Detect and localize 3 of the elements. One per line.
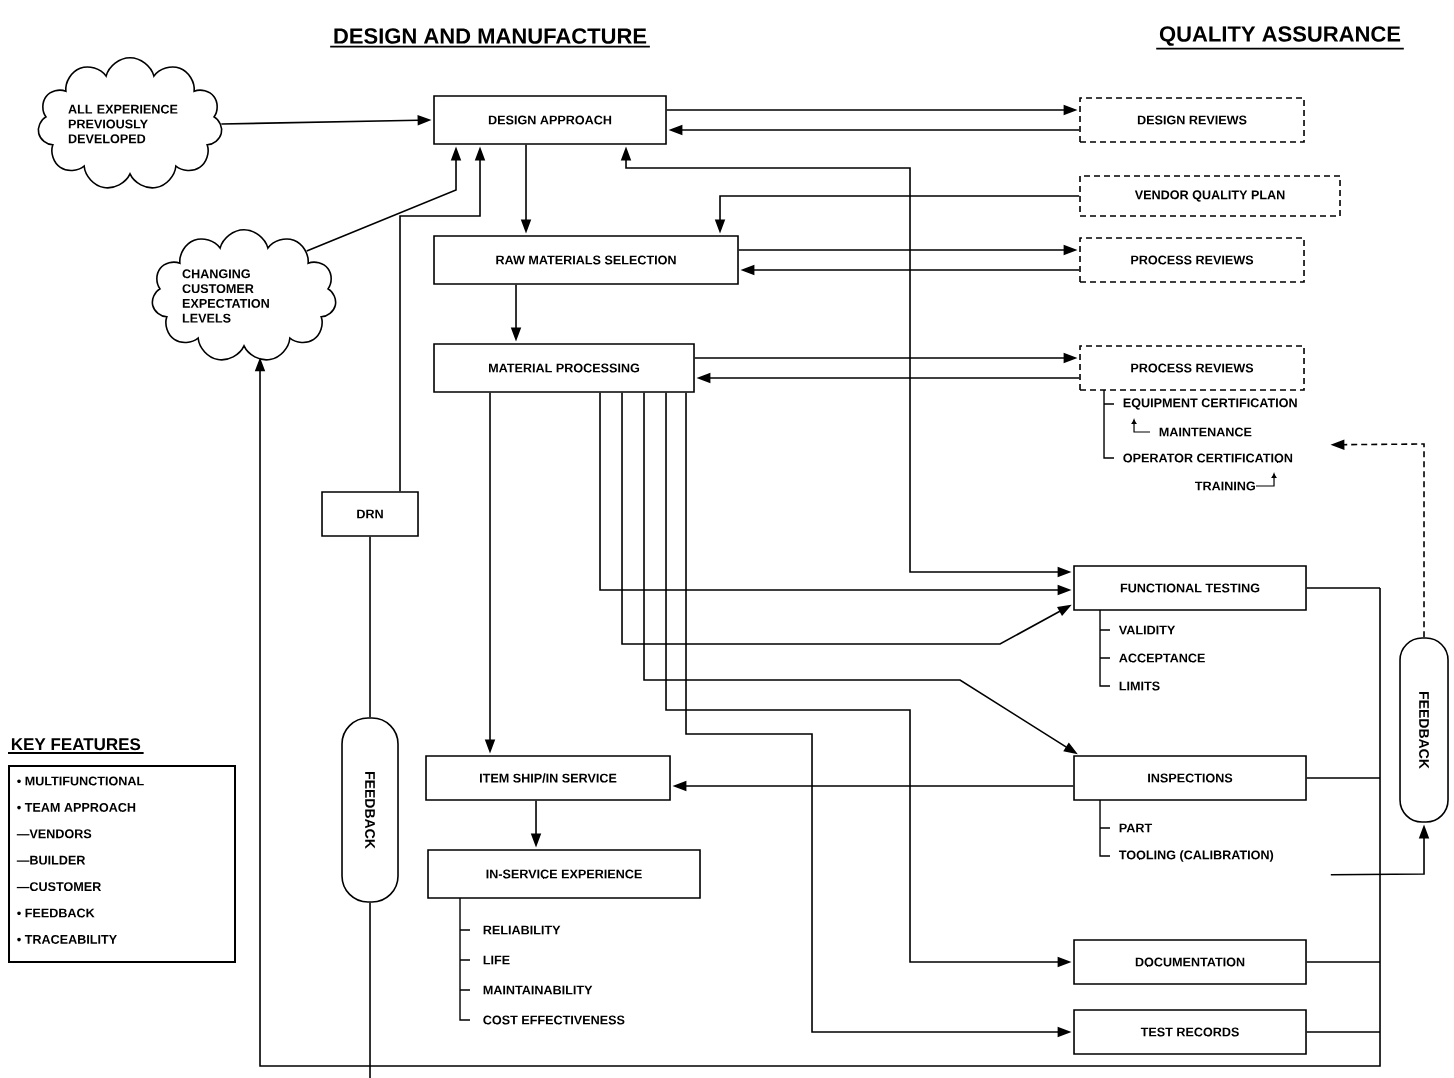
heading: KEY FEATURES <box>7 738 145 754</box>
column-heading: QUALITY ASSURANCE <box>1155 26 1405 50</box>
column-heading: DESIGN AND MANUFACTURE <box>329 28 651 48</box>
